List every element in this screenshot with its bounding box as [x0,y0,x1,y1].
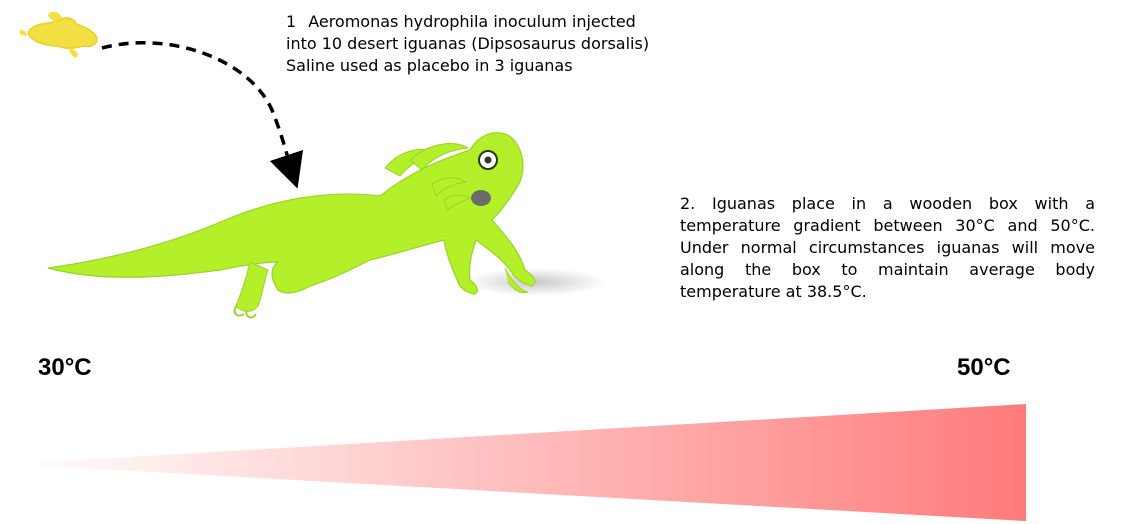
high-temperature-label: 50°C [957,354,1011,382]
step-1-number: 1 [286,12,296,31]
temperature-gradient-wedge [10,404,1026,521]
step-2-text: 2. Iguanas place in a wooden box with a … [680,193,1095,303]
step-1-description: Aeromonas hydrophila inoculum injected i… [286,12,649,75]
dashed-arrow-icon [102,43,292,172]
iguana-mouth [471,190,491,206]
iguana-illustration [48,133,605,318]
bacteria-icon [19,12,97,58]
low-temperature-label: 30°C [38,354,92,382]
